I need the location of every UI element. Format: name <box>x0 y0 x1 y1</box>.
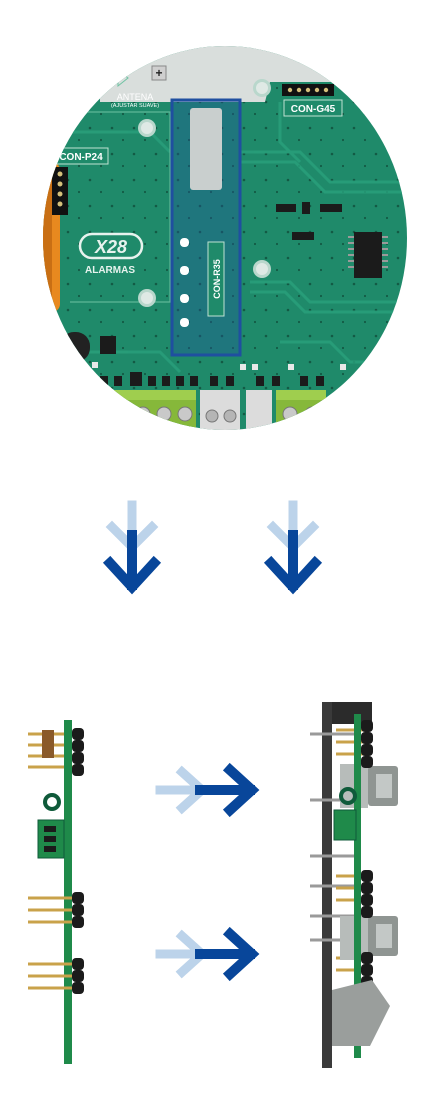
pcb-closeup-view: CON-P24 ANTENA (AJUSTAR SUAVE) + X28 ALA… <box>43 46 407 430</box>
arrow-right-icon <box>155 762 260 818</box>
plus-mark: + <box>155 66 162 80</box>
antena-label: ANTENA <box>117 92 154 102</box>
con-p24-label: CON-P24 <box>59 152 103 163</box>
assembly-side-view <box>310 702 398 1068</box>
arrow-right-icon <box>155 926 260 982</box>
module-side-view <box>28 720 84 1064</box>
x28-logo: X28 <box>94 237 127 257</box>
down-arrows <box>102 500 323 595</box>
arrow-down-icon <box>102 500 162 595</box>
antena-sub-label: (AJUSTAR SUAVE) <box>111 103 159 109</box>
arrow-down-icon <box>263 500 323 595</box>
alarmas-logo: ALARMAS <box>85 265 135 276</box>
side-views <box>28 702 398 1068</box>
con-r35-label: CON-R35 <box>212 259 222 299</box>
con-g45-label: CON-G45 <box>291 104 336 115</box>
